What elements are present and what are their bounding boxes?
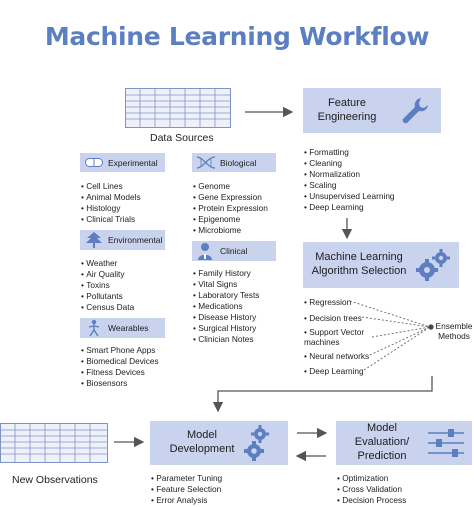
list-item: Family History bbox=[193, 268, 259, 279]
list-item: Microbiome bbox=[193, 225, 268, 236]
list-item: Decision Process bbox=[337, 495, 406, 506]
ml-algorithm-label: Machine Learning Algorithm Selection bbox=[311, 251, 407, 277]
list-item: Pollutants bbox=[81, 291, 134, 302]
model-development-list: Parameter Tuning Feature Selection Error… bbox=[151, 473, 222, 506]
ensemble-methods-label: Ensemble Methods bbox=[435, 321, 473, 341]
model-evaluation-box: Model Evaluation/ Prediction bbox=[336, 421, 472, 465]
list-item: Formatting bbox=[304, 147, 395, 158]
capsule-icon bbox=[85, 158, 103, 167]
list-item: Scaling bbox=[304, 180, 395, 191]
feature-engineering-list: Formatting Cleaning Normalization Scalin… bbox=[304, 147, 395, 213]
list-item: Unsupervised Learning bbox=[304, 191, 394, 202]
category-label: Biological bbox=[220, 157, 257, 168]
list-item: Parameter Tuning bbox=[151, 473, 222, 484]
list-item: Disease History bbox=[193, 312, 259, 323]
category-label: Environmental bbox=[108, 235, 163, 245]
person-icon bbox=[88, 319, 100, 337]
category-label: Wearables bbox=[108, 323, 149, 333]
sliders-icon bbox=[428, 429, 464, 457]
list-item: Cross Validation bbox=[337, 484, 406, 495]
list-item: Epigenome bbox=[193, 214, 268, 225]
list-item: Cell Lines bbox=[81, 181, 141, 192]
category-biological: Biological bbox=[192, 153, 276, 172]
list-item: Error Analysis bbox=[151, 495, 222, 506]
method-item: • Regression bbox=[304, 297, 352, 307]
page-title: Machine Learning Workflow bbox=[44, 22, 430, 51]
arrow-ml-to-development bbox=[212, 376, 433, 413]
category-wearables: Wearables bbox=[80, 318, 165, 338]
method-item: • Deep Learning bbox=[304, 366, 364, 376]
list-item: Optimization bbox=[337, 473, 406, 484]
model-evaluation-list: Optimization Cross Validation Decision P… bbox=[337, 473, 406, 506]
list-item: Clinical Trials bbox=[81, 214, 141, 225]
biological-list: Genome Gene Expression Protein Expressio… bbox=[193, 181, 268, 236]
category-clinical: Clinical bbox=[192, 241, 276, 261]
gears-icon bbox=[416, 249, 450, 281]
list-item: Genome bbox=[193, 181, 268, 192]
list-item: Medications bbox=[193, 301, 259, 312]
model-development-label: Model Development bbox=[169, 429, 235, 455]
list-item: Air Quality bbox=[81, 269, 134, 280]
list-item: Normalization bbox=[304, 169, 395, 180]
environmental-list: Weather Air Quality Toxins Pollutants Ce… bbox=[81, 258, 134, 313]
list-item: Animal Models bbox=[81, 192, 140, 203]
category-experimental: Experimental bbox=[80, 153, 165, 172]
category-label: Experimental bbox=[108, 157, 158, 168]
data-table-icon bbox=[0, 423, 108, 463]
list-item: Cleaning bbox=[304, 158, 395, 169]
list-item: Clinician Notes bbox=[193, 334, 259, 345]
category-label: Clinical bbox=[220, 246, 248, 256]
clinical-list: Family History Vital Signs Laboratory Te… bbox=[193, 268, 259, 345]
experimental-list: Cell Lines Animal Models Histology Clini… bbox=[81, 181, 141, 225]
ml-algorithm-box: Machine Learning Algorithm Selection bbox=[303, 242, 459, 288]
dna-icon bbox=[196, 156, 216, 169]
list-item: Fitness Devices bbox=[81, 367, 159, 378]
data-sources-label: Data Sources bbox=[150, 132, 214, 144]
wearables-list: Smart Phone Apps Biomedical Devices Fitn… bbox=[81, 345, 159, 389]
ensemble-node bbox=[428, 324, 434, 330]
list-item: Deep Learning bbox=[304, 202, 395, 213]
tree-icon bbox=[86, 232, 102, 248]
method-item: • Support Vector machines bbox=[304, 327, 365, 347]
method-item: • Decision trees bbox=[304, 313, 362, 323]
new-observations-label: New Observations bbox=[12, 474, 98, 486]
feature-engineering-box: Feature Engineering bbox=[303, 88, 441, 133]
wrench-icon bbox=[402, 98, 428, 124]
ensemble-dashed-lines bbox=[349, 300, 431, 371]
list-item: Biomedical Devices bbox=[81, 356, 158, 367]
list-item: Vital Signs bbox=[193, 279, 259, 290]
model-evaluation-label: Model Evaluation/ Prediction bbox=[354, 422, 410, 462]
method-item: • Neural networks bbox=[304, 351, 370, 361]
list-item: Biosensors bbox=[81, 378, 159, 389]
feature-engineering-label: Feature Engineering bbox=[317, 96, 377, 123]
data-table-icon bbox=[125, 88, 231, 128]
list-item: Surgical History bbox=[193, 323, 259, 334]
list-item: Protein Expression bbox=[193, 203, 268, 214]
list-item: Smart Phone Apps bbox=[81, 345, 159, 356]
list-item: Gene Expression bbox=[193, 192, 268, 203]
gears-icon bbox=[244, 425, 269, 461]
doctor-icon bbox=[198, 243, 212, 260]
category-environmental: Environmental bbox=[80, 230, 165, 250]
list-item: Census Data bbox=[81, 302, 134, 313]
list-item: Toxins bbox=[81, 280, 134, 291]
list-item: Weather bbox=[81, 258, 134, 269]
model-development-box: Model Development bbox=[150, 421, 288, 465]
list-item: Laboratory Tests bbox=[193, 290, 259, 301]
list-item: Histology bbox=[81, 203, 141, 214]
list-item: Feature Selection bbox=[151, 484, 222, 495]
